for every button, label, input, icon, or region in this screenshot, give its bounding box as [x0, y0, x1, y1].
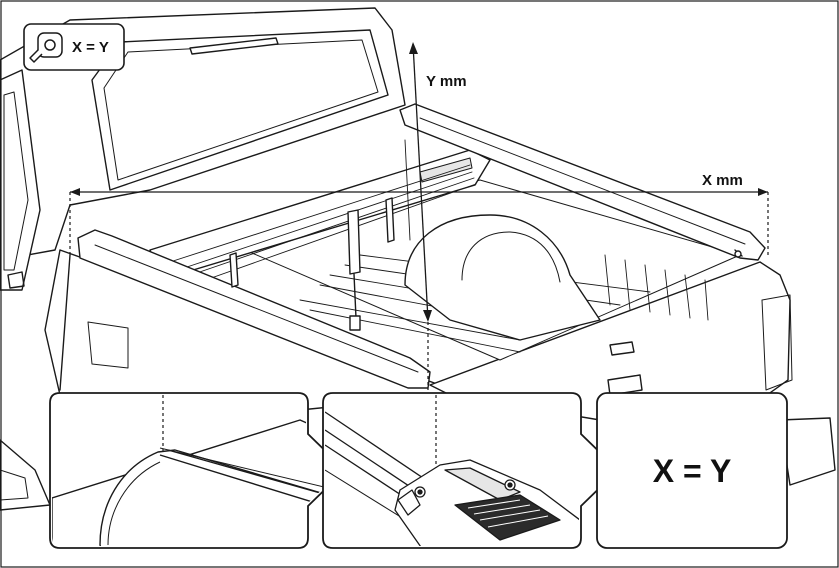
detail-panel-equation: X = Y	[596, 392, 788, 549]
tension-strut	[347, 209, 361, 275]
y-measure-label: Y mm	[426, 73, 467, 90]
tape-measure-icon	[29, 32, 63, 63]
truck-illustration	[0, 7, 836, 511]
cab-rear-window	[91, 29, 389, 191]
x-measure-label: X mm	[702, 172, 743, 189]
y-arrow-bottom	[423, 310, 432, 322]
x-arrow-left	[70, 188, 80, 196]
wheel-arch	[404, 214, 601, 341]
left-rail	[77, 229, 431, 389]
detail-panels: X = Y	[49, 392, 788, 549]
detail-panel-left-rail	[49, 392, 347, 549]
y-arrow-top	[409, 42, 418, 54]
measurement-lines	[69, 42, 769, 390]
bed-wall-ribs	[604, 254, 709, 321]
y-dimension-line	[412, 43, 429, 321]
detail-panel-roller-clip	[322, 392, 620, 549]
cab-side-door	[0, 69, 41, 291]
equation-label: X = Y	[653, 453, 732, 489]
badge-label: X = Y	[72, 39, 109, 56]
right-rail	[399, 103, 766, 261]
rear-bumper	[779, 417, 836, 486]
measure-badge: X = Y	[23, 23, 125, 71]
x-arrow-right	[758, 188, 768, 196]
